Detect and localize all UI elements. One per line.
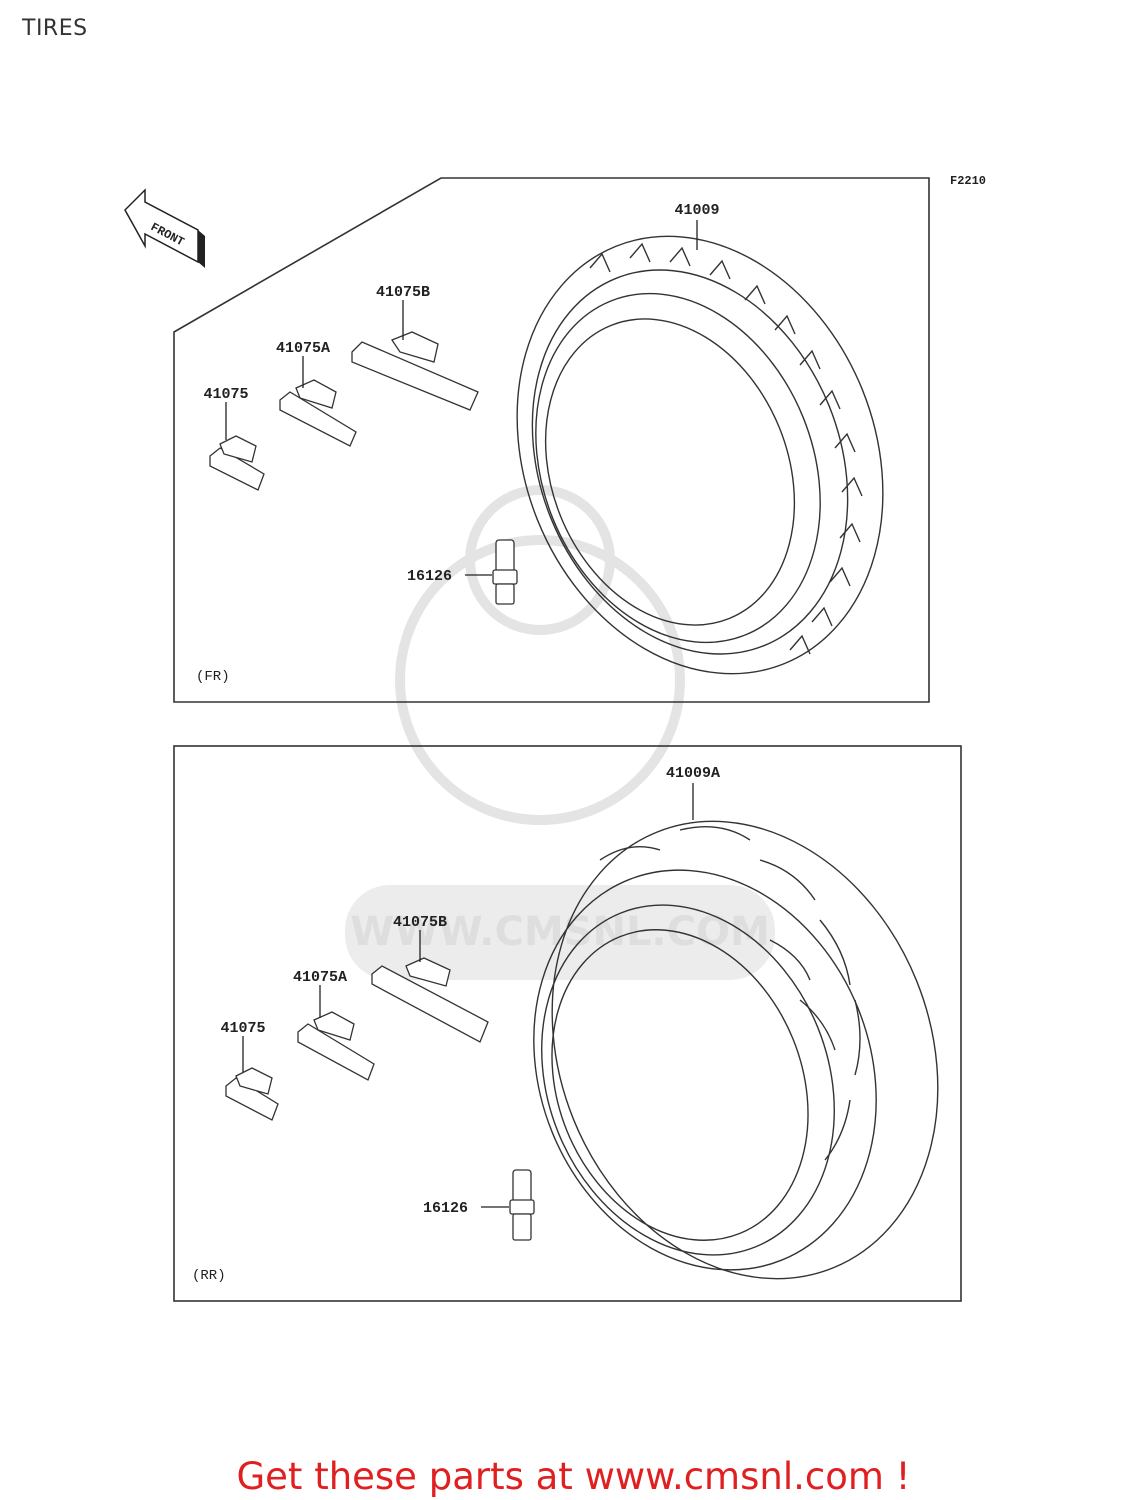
page-title: TIRES xyxy=(22,16,88,41)
front-valve-part-number: 16126 xyxy=(407,568,452,585)
footer-link[interactable]: Get these parts at www.cmsnl.com ! xyxy=(236,1455,911,1498)
rear-section-frame xyxy=(173,745,962,1302)
rear-weight xyxy=(225,1067,279,1121)
front-weight-b-part-number: 41075B xyxy=(376,284,430,301)
rear-weight-a-part-number: 41075A xyxy=(293,969,347,986)
front-weight-part-number: 41075 xyxy=(203,386,248,403)
rear-weight-b xyxy=(371,957,489,1043)
parts-diagram: WWW.CMSNL.COM FRONT F2210 xyxy=(124,174,986,1302)
front-weight-b xyxy=(351,331,479,411)
rear-weight-part-number: 41075 xyxy=(220,1020,265,1037)
rear-valve-part-number: 16126 xyxy=(423,1200,468,1217)
rear-tire-part-number: 41009A xyxy=(666,765,720,782)
rear-section: 41009A 41075B 41075A 41075 16126 xyxy=(173,745,962,1302)
rear-section-caption: (RR) xyxy=(192,1268,226,1284)
figure-code: F2210 xyxy=(950,174,986,188)
front-weight xyxy=(209,435,265,491)
rear-weight-a xyxy=(297,1011,375,1081)
front-valve xyxy=(492,539,518,605)
rear-tire xyxy=(533,820,939,1280)
front-section: 41009 41075B 41075A 41075 16126 xyxy=(173,177,930,703)
front-arrow-icon: FRONT xyxy=(124,188,205,268)
front-tire-part-number: 41009 xyxy=(674,202,719,219)
front-section-caption: (FR) xyxy=(196,669,230,685)
front-tire xyxy=(516,235,884,675)
rear-valve xyxy=(509,1169,535,1241)
watermark: WWW.CMSNL.COM xyxy=(345,485,775,980)
front-weight-a xyxy=(279,379,357,447)
rear-weight-b-part-number: 41075B xyxy=(393,914,447,931)
front-section-frame xyxy=(173,177,930,703)
front-weight-a-part-number: 41075A xyxy=(276,340,330,357)
